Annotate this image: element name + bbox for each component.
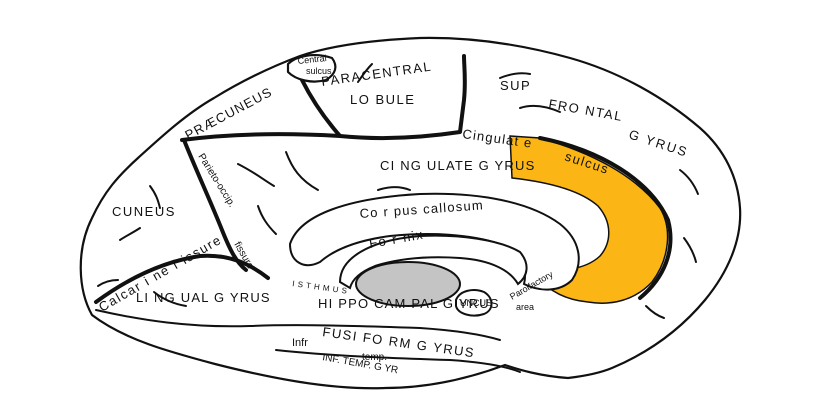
- infr-label: Infr: [292, 337, 308, 349]
- lingual-gyrus-label: LI NG UAL G YRUS: [136, 290, 271, 305]
- lobule-label: LO BULE: [350, 92, 415, 107]
- sup-frontal-label-1: SUP: [500, 78, 531, 93]
- uncus-label: UNCUS: [460, 298, 492, 308]
- cingulate-gyrus-label: CI NG ULATE G YRUS: [380, 158, 535, 173]
- cuneus-label: CUNEUS: [112, 204, 176, 219]
- parolfactory-label-2: area: [516, 302, 534, 312]
